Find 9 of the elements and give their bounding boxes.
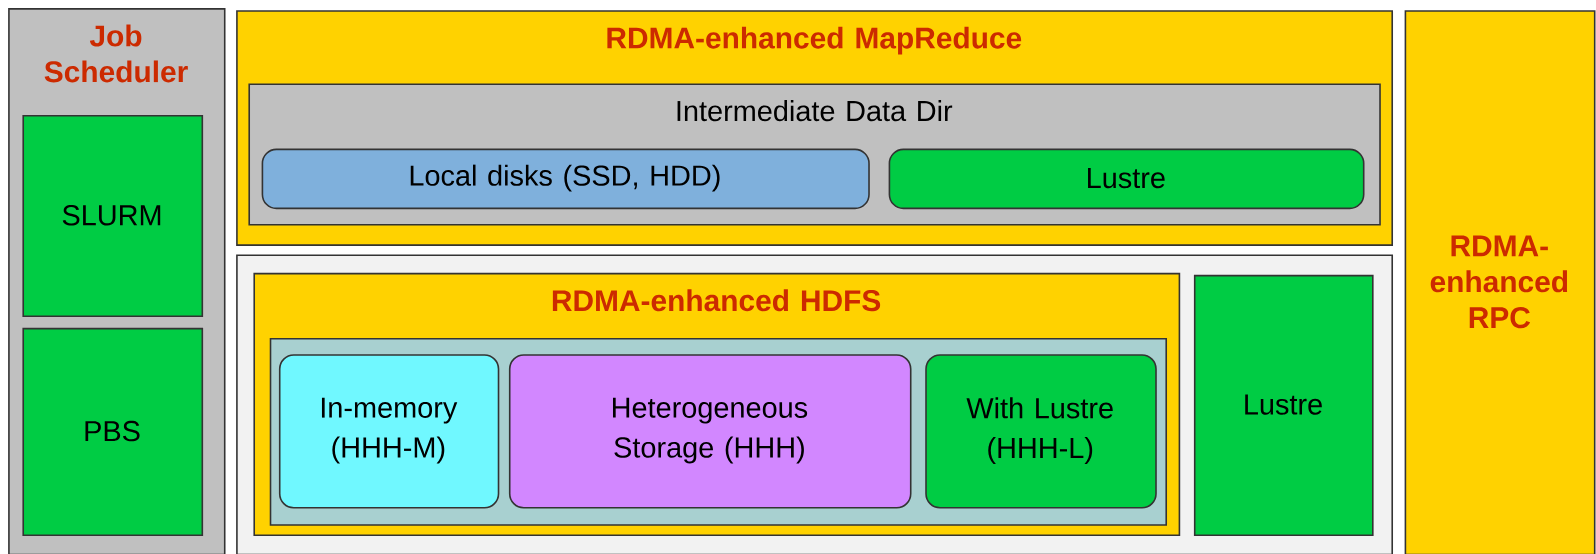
component-box: PBS [22,327,204,536]
layer-panel: RDMA-enhanced RPC [1404,10,1596,554]
storage-box: In-memory (HHH-M) [278,354,500,509]
storage-box: Local disks (SSD, HDD) [261,148,870,210]
component-box: SLURM [22,115,204,318]
component-box: With Lustre (HHH-L) [925,354,1157,509]
storage-box: Heterogeneous Storage (HHH) [508,354,912,509]
component-box: Lustre [888,148,1365,210]
component-box: Lustre [1193,274,1374,536]
